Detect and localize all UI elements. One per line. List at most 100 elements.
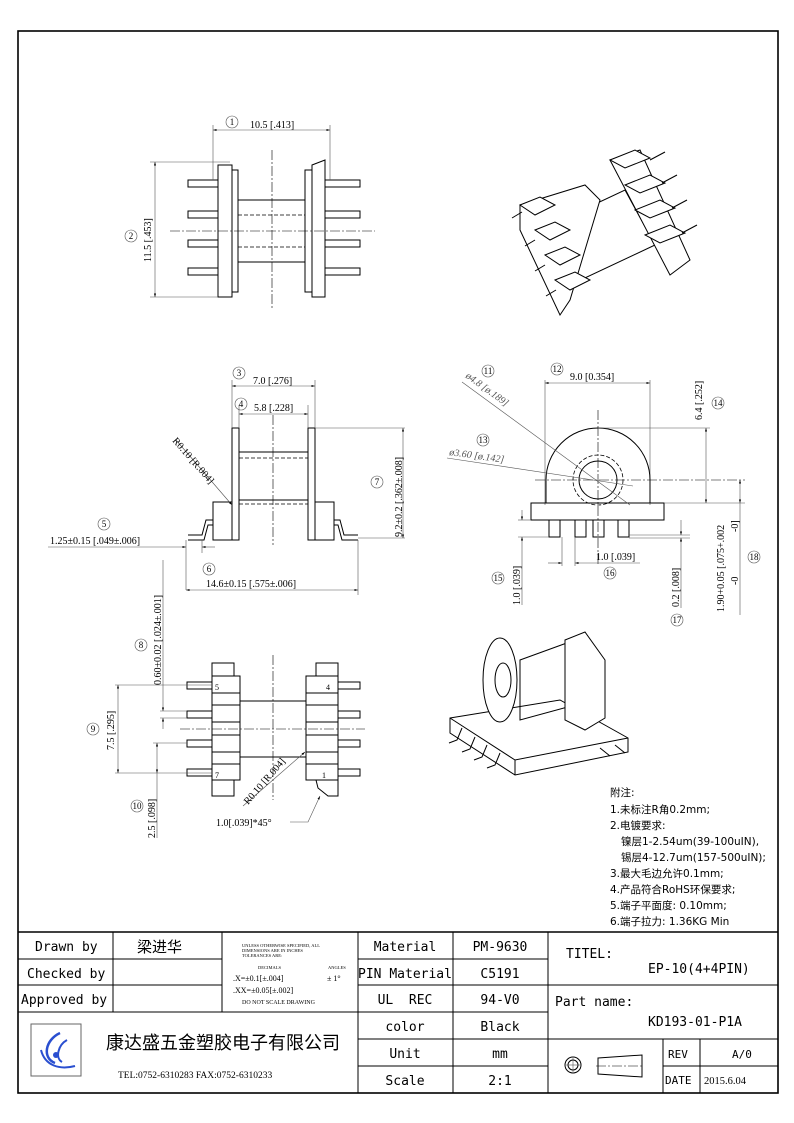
dim-18-text: 1.90+0.05 [.075+.002: [716, 525, 727, 612]
dim-13-text: ø3.60 [ø.142]: [448, 447, 505, 466]
material-value: PM-9630: [473, 940, 528, 955]
scale-label: Scale: [385, 1074, 424, 1089]
ul-rec-label: UL REC: [378, 993, 433, 1008]
dim-bubble-10: 10: [133, 801, 143, 811]
tolerance-xx: .XX=±0.05[±.002]: [233, 986, 294, 995]
tolerance-line: DIMENSIONS ARE IN INCHES: [242, 948, 303, 953]
dim-bubble-18: 18: [750, 552, 760, 562]
note-item: 5.端子平面度: 0.10mm;: [610, 899, 727, 912]
scale-value: 2:1: [488, 1074, 511, 1089]
dim-6-text: 14.6±0.15 [.575±.006]: [206, 579, 296, 590]
chamfer-text: 1.0[.039]*45°: [216, 818, 272, 829]
dim-14-text: 6.4 [.252]: [694, 381, 705, 420]
dim-5-text: 1.25±0.15 [.049±.006]: [50, 536, 140, 547]
dim-4-text: 5.8 [.228]: [254, 403, 293, 414]
company-logo: [30, 1023, 82, 1077]
dim-bubble-4: 4: [239, 399, 244, 409]
front-view: 12 9.0 [0.354] ø4.8 [ø.189] 11 ø3.60 [ø.…: [446, 362, 761, 627]
ul-rec-value: 94-V0: [480, 993, 519, 1008]
sheet-border: [17, 30, 779, 1094]
company-name: 康达盛五金塑胶电子有限公司: [106, 1033, 340, 1054]
dim-bubble-7: 7: [375, 477, 380, 487]
company-contact: TEL:0752-6310283 FAX:0752-6310233: [118, 1071, 272, 1081]
pin-label-7: 7: [215, 771, 219, 780]
angles-label: ANGLES: [328, 965, 346, 970]
radius-bottom-text: R0.10 [R.004]: [242, 756, 288, 807]
tolerance-x: .X=±0.1[±.004]: [233, 974, 284, 983]
title-label: TITEL:: [566, 947, 613, 962]
dim-7-text: 9.2±0.2 [.362±.008]: [394, 457, 405, 537]
dim-bubble-12: 12: [553, 364, 562, 374]
dim-3-text: 7.0 [.276]: [253, 376, 292, 387]
pin-material-value: C5191: [480, 967, 519, 982]
note-item: 镍层1-2.54um(39-100uIN),: [621, 835, 759, 848]
date-label: DATE: [665, 1074, 692, 1087]
note-item: 锡层4-12.7um(157-500uIN);: [621, 851, 766, 864]
tolerance-note: DO NOT SCALE DRAWING: [242, 1000, 316, 1006]
tolerance-block: UNLESS OTHERWISE SPECIFIED, ALL DIMENSIO…: [233, 943, 346, 1006]
isometric-view-top: [511, 149, 698, 317]
dim-bubble-11: 11: [484, 366, 493, 376]
title-value: EP-10(4+4PIN): [648, 962, 750, 977]
checked-by-label: Checked by: [27, 967, 105, 982]
side-view: 3 7.0 [.276] 4 5.8 [.228] R0.10 [R.004] …: [48, 366, 405, 595]
dim-10-text: 2.5 [.098]: [147, 799, 158, 838]
dim-1-text: 10.5 [.413]: [250, 120, 294, 131]
dim-bubble-2: 2: [129, 231, 134, 241]
title-block: Drawn by 梁进华 Checked by Approved by UNLE…: [18, 931, 778, 1093]
dim-12-text: 9.0 [0.354]: [570, 372, 614, 383]
rev-value: A/0: [732, 1048, 752, 1061]
dim-17-text: 0.2 [.008]: [671, 568, 682, 607]
dim-8-text: 0.60±0.02 [.024±.001]: [153, 595, 164, 685]
top-view: 1 10.5 [.413] 2 11.5 [.453]: [124, 115, 375, 310]
dim-bubble-16: 16: [606, 568, 616, 578]
material-label: Material: [374, 940, 437, 955]
dim-bubble-5: 5: [102, 519, 107, 529]
dim-18-tol-a: -0]: [730, 520, 741, 532]
projection-symbol: [564, 1054, 644, 1078]
dim-9-text: 7.5 [.295]: [106, 711, 117, 750]
dim-15-text: 1.0 [.039]: [512, 566, 523, 605]
pin-label-1: 1: [322, 771, 326, 780]
note-item: 1.未标注R角0.2mm;: [610, 803, 710, 816]
tolerance-line: TOLERANCES ARE:: [242, 953, 282, 958]
dim-bubble-3: 3: [237, 368, 242, 378]
dim-bubble-9: 9: [91, 724, 96, 734]
drawn-by-label: Drawn by: [35, 940, 98, 955]
dim-18-tol-b: -0: [730, 577, 741, 585]
decimals-label: DECIMALS: [258, 965, 281, 970]
tolerance-angle: ± 1°: [327, 974, 341, 983]
notes: 附注: 1.未标注R角0.2mm; 2.电镀要求: 镍层1-2.54um(39-…: [610, 786, 766, 928]
dim-bubble-1: 1: [230, 117, 235, 127]
dim-bubble-8: 8: [139, 640, 144, 650]
part-name-label: Part name:: [555, 995, 633, 1010]
notes-title: 附注:: [610, 786, 635, 799]
drawn-by-value: 梁进华: [137, 938, 182, 956]
dim-bubble-15: 15: [494, 573, 504, 583]
isometric-view-bottom: [448, 631, 629, 776]
unit-value: mm: [492, 1047, 508, 1062]
pin-label-5: 5: [215, 683, 219, 692]
dim-bubble-13: 13: [479, 435, 489, 445]
tolerance-line: UNLESS OTHERWISE SPECIFIED, ALL: [242, 943, 320, 949]
note-item: 3.最大毛边允许0.1mm;: [610, 867, 724, 880]
note-item: 2.电镀要求:: [610, 819, 666, 832]
unit-label: Unit: [389, 1047, 420, 1062]
date-value: 2015.6.04: [704, 1076, 747, 1087]
part-name-value: KD193-01-P1A: [648, 1015, 742, 1030]
rev-label: REV: [668, 1048, 688, 1061]
dim-bubble-6: 6: [207, 564, 212, 574]
approved-by-label: Approved by: [21, 993, 107, 1008]
color-label: color: [385, 1020, 424, 1035]
note-item: 6.端子拉力: 1.36KG Min: [610, 915, 729, 928]
dim-2-text: 11.5 [.453]: [143, 218, 154, 262]
radius-side-text: R0.10 [R.004]: [170, 436, 216, 487]
pin-label-4: 4: [326, 683, 330, 692]
bottom-view: 5 4 7 1 7.5 [.295] 9 0.60±0.02 [.024±.00…: [86, 560, 365, 838]
note-item: 4.产品符合RoHS环保要求;: [610, 883, 735, 896]
dim-bubble-14: 14: [714, 398, 724, 408]
dim-16-text: 1.0 [.039]: [596, 552, 635, 563]
color-value: Black: [480, 1020, 519, 1035]
pin-material-label: PIN Material: [358, 967, 452, 982]
